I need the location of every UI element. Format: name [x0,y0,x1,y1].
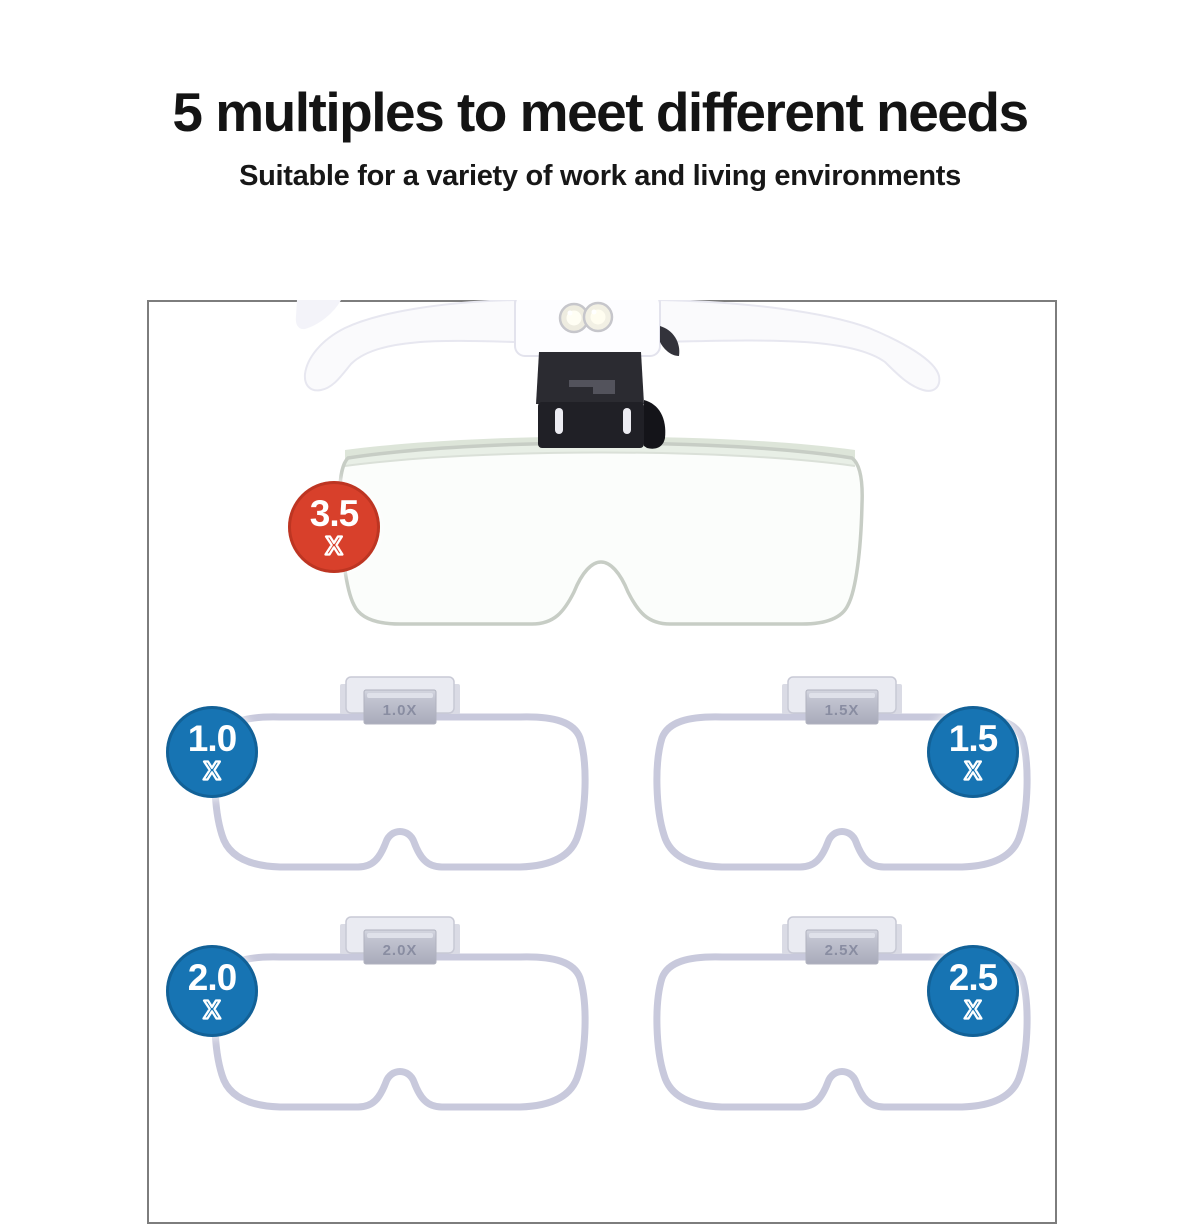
lens-top-band-edge [344,451,856,467]
clip-plate [805,929,879,965]
badge-value: 1.0 [187,718,237,759]
magnification-badge-2-5x: 2.5 X [927,945,1019,1037]
lens-clip-label: 2.5X [825,942,860,959]
lens-outline [211,953,589,1111]
clip-plate [805,689,879,725]
magnification-badge-2-0x: 2.0 X [166,945,258,1037]
led-light-left-glint [567,310,573,316]
product-photo-frame: 1.0X 1.5X 2.0X [147,300,1057,1224]
lens-photo-2-0x: 2.0X [211,916,589,1111]
bracket-right-fin [644,400,666,449]
lens-clip: 2.0X [340,916,460,965]
clip-plate-highlight [367,693,433,698]
lens-clip: 2.5X [782,916,902,965]
badge-value: 2.0 [187,957,237,998]
lens-clip: 1.0X [340,676,460,725]
badge-value: 1.5 [948,718,998,759]
badge-x-glyph: X [202,995,222,1023]
lens-clip-label: 2.0X [383,942,418,959]
badge-x-glyph: X [202,756,222,784]
page-title: 5 multiples to meet different needs [172,81,1029,143]
headband-left-arm [303,300,516,392]
svg-text:X: X [964,756,982,784]
headband-left-wedge [295,300,341,330]
svg-text:X: X [203,756,221,784]
hinge-bracket-upper [536,352,644,404]
lens-clip: 1.5X [782,676,902,725]
headset-magnifier-photo [295,300,941,626]
led-light-right-glint [591,309,597,315]
magnification-badge-1-0x: 1.0 X [166,706,258,798]
lens-clip-label: 1.0X [383,702,418,719]
bracket-slot-right [623,408,631,434]
badge-value: 2.5 [948,957,998,998]
main-lens-outline [338,441,864,626]
hinge-bracket-notch [569,380,615,394]
headband-right-arm [659,300,941,392]
bracket-slot-left [555,408,563,434]
badge-value: 3.5 [309,493,359,534]
svg-text:X: X [203,995,221,1023]
badge-x-glyph: X [963,995,983,1023]
hinge-bracket-plate [538,402,644,448]
lens-top-band [345,436,855,466]
magnification-badge-1-5x: 1.5 X [927,706,1019,798]
page-subtitle: Suitable for a variety of work and livin… [239,160,961,192]
svg-text:X: X [964,995,982,1023]
magnification-badge-3-5x: 3.5 X [288,481,380,573]
clip-plate-highlight [809,933,875,938]
clip-plate [363,689,437,725]
lens-photo-1-0x: 1.0X [211,676,589,871]
lens-outline [211,713,589,871]
badge-x-glyph: X [324,531,344,559]
svg-text:X: X [325,531,343,559]
clip-plate-highlight [367,933,433,938]
clip-plate-highlight [809,693,875,698]
module-right-shadow [660,326,680,356]
lens-clip-label: 1.5X [825,702,860,719]
clip-plate [363,929,437,965]
badge-x-glyph: X [963,756,983,784]
